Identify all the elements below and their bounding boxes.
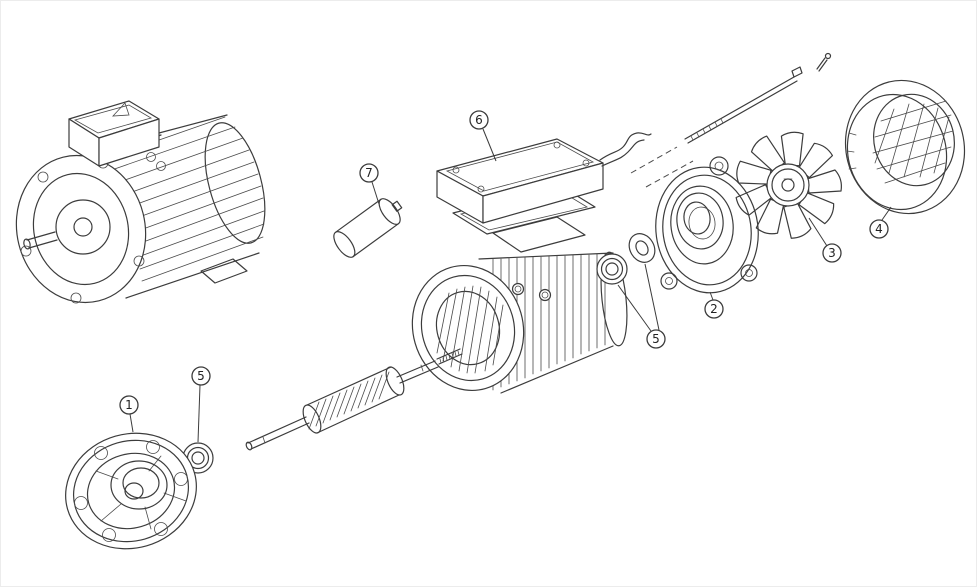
warning-triangle-icon (112, 102, 130, 117)
callout-6: 6 (469, 110, 497, 162)
rotor-shaft-drawing (245, 348, 463, 451)
callout-5-rear-circle (646, 329, 666, 349)
front-flange-drawing (65, 432, 197, 550)
callout-3-circle (822, 243, 842, 263)
callout-1-circle (119, 395, 139, 415)
callout-1: 1 (119, 395, 139, 433)
callout-3-label: 3 (828, 246, 836, 260)
wire-leads (599, 132, 652, 161)
callout-6-circle (469, 110, 489, 130)
callout-2-label: 2 (710, 302, 718, 316)
callout-7-circle (359, 163, 379, 183)
screw-drawing (816, 52, 832, 72)
tie-rod-bolt-drawing (684, 66, 803, 144)
capacitor-drawing (333, 198, 403, 258)
axis-break-lines (630, 146, 694, 188)
callout-2: 2 (704, 291, 724, 319)
callout-5-front: 5 (191, 366, 211, 443)
terminal-cover-drawing (436, 132, 652, 235)
stator-body-drawing (411, 216, 628, 394)
fan-drawing (732, 129, 843, 240)
callout-5-rear-label: 5 (652, 332, 660, 346)
callout-4-circle (869, 219, 889, 239)
fan-cover-drawing (844, 79, 966, 215)
callout-4: 4 (869, 206, 892, 239)
end-bracket-drawing (655, 156, 759, 294)
callout-1-label: 1 (125, 398, 133, 412)
callout-2-circle (704, 299, 724, 319)
callout-7: 7 (359, 163, 380, 205)
callout-7-label: 7 (365, 166, 373, 180)
callout-5-front-circle (191, 366, 211, 386)
callout-5-front-label: 5 (197, 369, 205, 383)
bearing-rear-drawing (596, 233, 656, 285)
callout-3: 3 (808, 217, 842, 263)
callout-6-label: 6 (475, 113, 483, 127)
callout-4-label: 4 (875, 222, 883, 236)
callout-5-rear: 5 (617, 263, 666, 349)
assembled-motor-drawing (15, 100, 266, 304)
